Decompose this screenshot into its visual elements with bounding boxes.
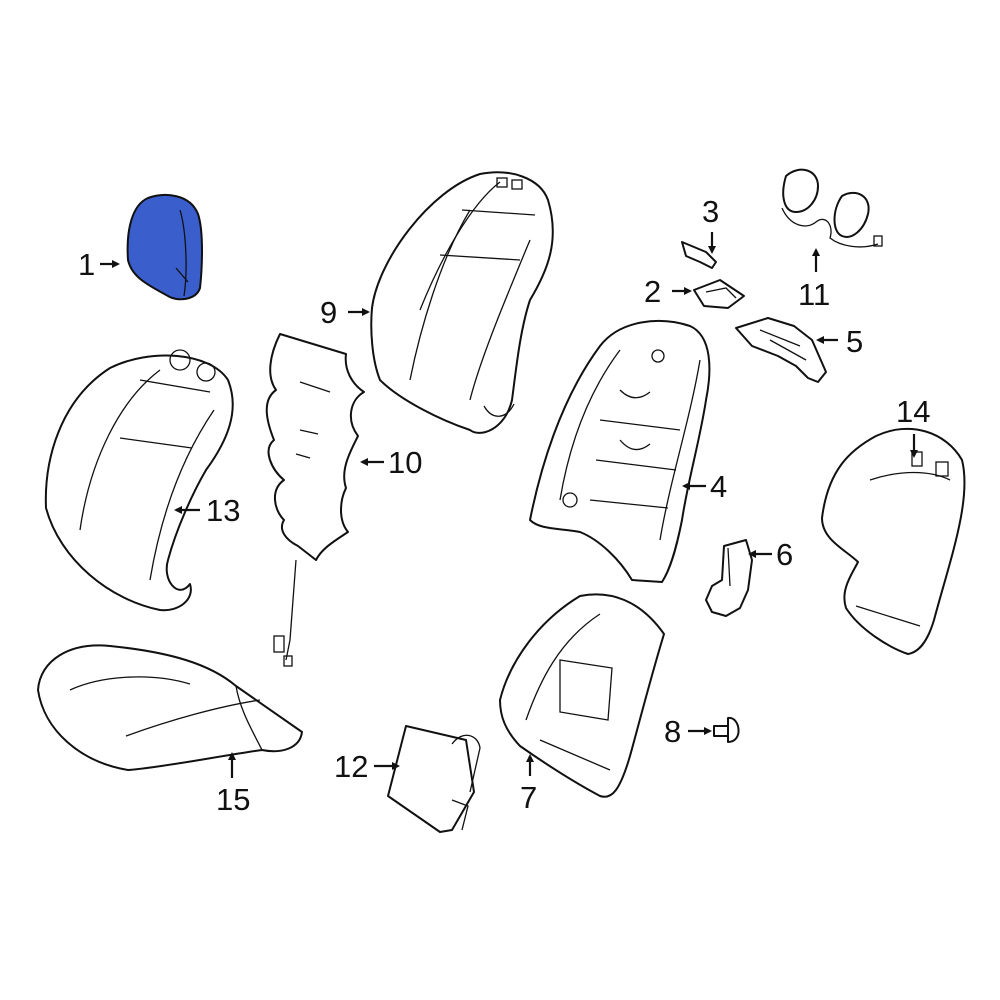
callout-8: 8	[664, 714, 681, 749]
callout-4: 4	[710, 469, 727, 504]
callout-2: 2	[644, 274, 661, 309]
callout-3: 3	[702, 194, 719, 229]
seat-sensor-mat-part	[265, 333, 365, 667]
module-part	[705, 539, 753, 617]
bracket-part	[681, 241, 717, 269]
callout-5: 5	[846, 324, 863, 359]
seat-frame-part	[499, 593, 665, 798]
clip-part	[693, 279, 745, 309]
headrest-part[interactable]	[126, 194, 203, 301]
callout-9: 9	[320, 295, 337, 330]
callout-7: 7	[520, 780, 537, 815]
callout-13: 13	[206, 493, 240, 528]
callout-10: 10	[388, 445, 422, 480]
wiring-harness-part	[781, 168, 883, 248]
mount-bracket-part	[735, 317, 827, 383]
callout-6: 6	[776, 537, 793, 572]
callout-14: 14	[896, 394, 930, 429]
bolt-part	[713, 717, 740, 743]
callout-15: 15	[216, 782, 250, 817]
seat-cushion-part	[37, 644, 303, 771]
back-panel-part	[821, 427, 966, 655]
callout-1: 1	[78, 247, 95, 282]
backrest-cushion-part	[44, 349, 234, 612]
backrest-frame-part	[529, 320, 711, 583]
callout-arrows	[100, 232, 918, 778]
control-module-part	[387, 725, 481, 833]
callout-12: 12	[334, 749, 368, 784]
backrest-cover-part	[370, 171, 554, 434]
callout-11: 11	[798, 277, 830, 312]
